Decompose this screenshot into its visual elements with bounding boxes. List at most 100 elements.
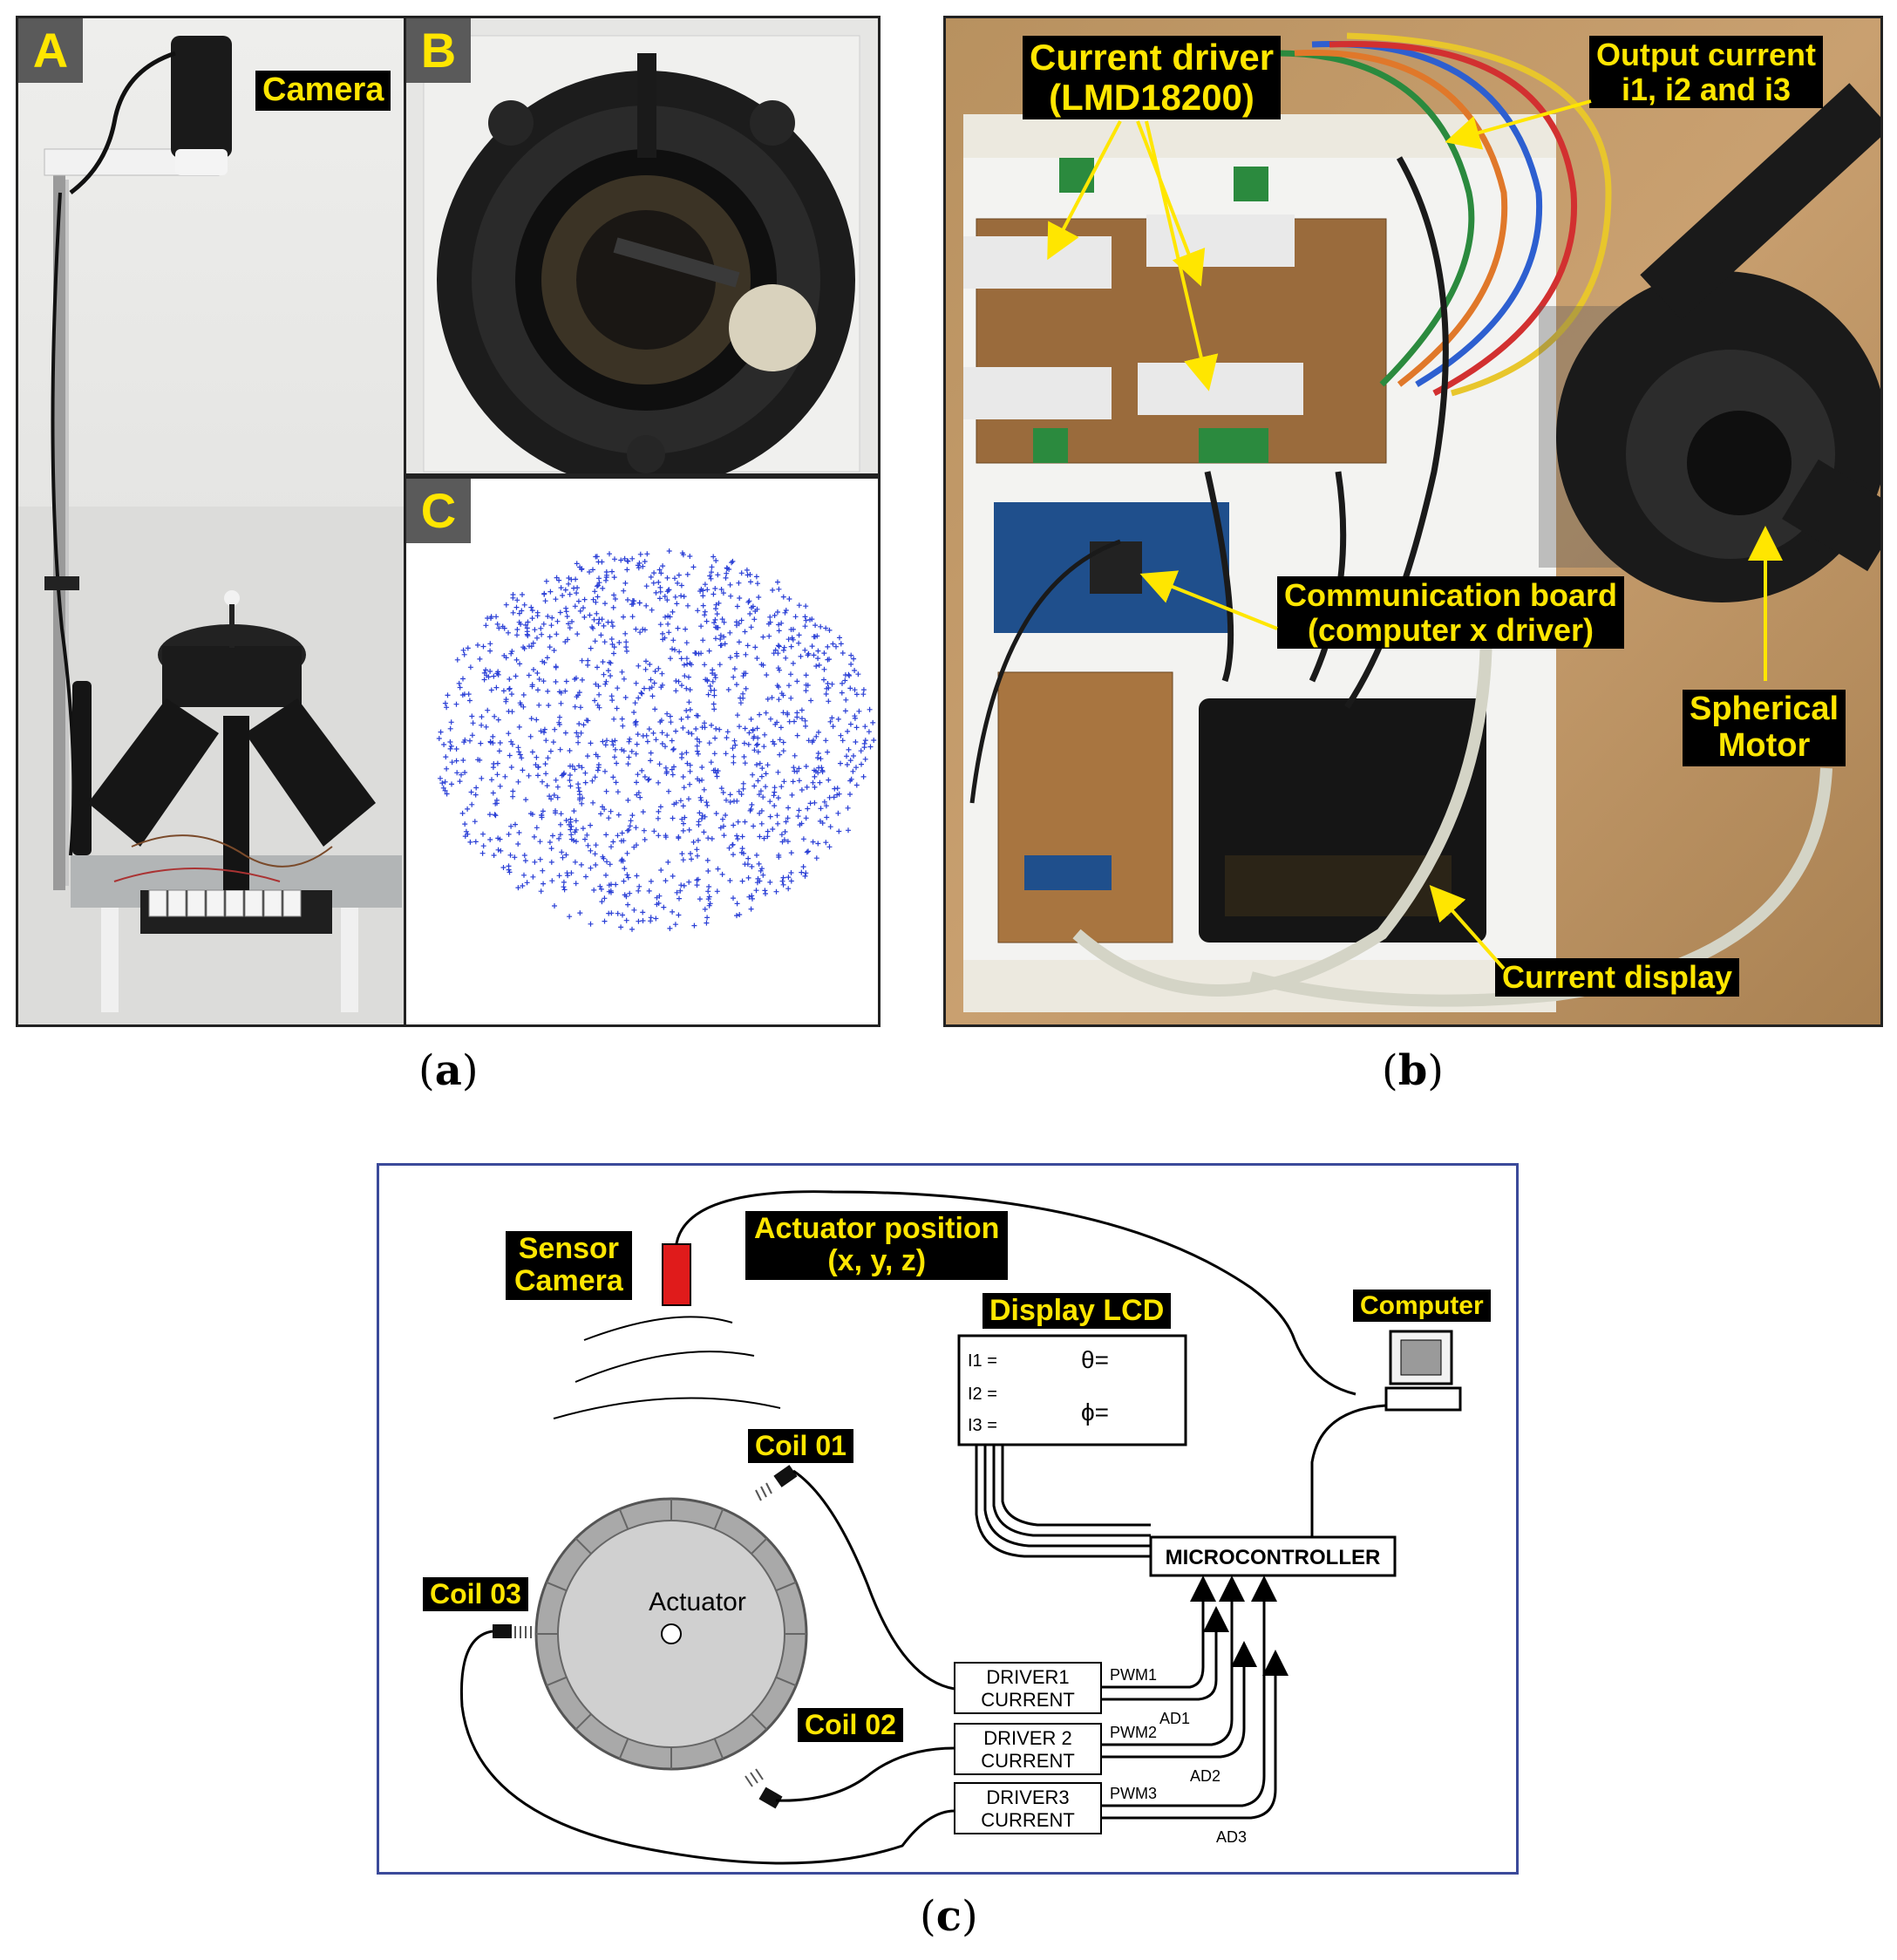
caption-b-close: ) bbox=[1427, 1046, 1445, 1095]
actuator-ring-tick bbox=[575, 1537, 592, 1555]
ad3-label: AD3 bbox=[1216, 1828, 1247, 1846]
driver2-box bbox=[954, 1723, 1102, 1775]
driver1-line1: DRIVER1 bbox=[986, 1666, 1069, 1688]
arrow-to-driver-2 bbox=[1136, 120, 1206, 287]
computer-microcontroller-cable bbox=[1310, 1404, 1387, 1541]
communication-board-line1: Communication board bbox=[1284, 577, 1618, 613]
driver1-line2: CURRENT bbox=[981, 1689, 1075, 1711]
point-cloud-markers bbox=[436, 548, 877, 932]
actuator-position-label: Actuator position (x, y, z) bbox=[745, 1211, 1009, 1280]
panel-c-point-cloud: C bbox=[406, 476, 881, 1027]
ad1-line bbox=[1101, 1606, 1229, 1701]
caption-c-open: ( bbox=[920, 1892, 936, 1941]
workspace-point-cloud bbox=[436, 548, 877, 932]
pwm3-line bbox=[1101, 1575, 1277, 1807]
caption-a: (a) bbox=[418, 1046, 479, 1095]
sensor-camera-block bbox=[662, 1243, 691, 1306]
camera-computer-cable bbox=[674, 1190, 1356, 1396]
lcd-i3: I3 = bbox=[968, 1416, 997, 1435]
output-current-label: Output current i1, i2 and i3 bbox=[1589, 36, 1823, 109]
lcd-microcontroller-bus bbox=[975, 1445, 1151, 1558]
sensing-wave-2 bbox=[575, 1351, 755, 1383]
pwm2-label: PWM2 bbox=[1110, 1724, 1157, 1741]
arrow-to-output-terminal bbox=[1445, 99, 1592, 150]
driver3-box bbox=[954, 1782, 1102, 1834]
coil03-driver3-cable bbox=[459, 1630, 955, 1865]
coil02-label: Coil 02 bbox=[798, 1708, 903, 1743]
output-current-line2: i1, i2 and i3 bbox=[1621, 71, 1792, 107]
lcd-phi: ϕ= bbox=[1081, 1399, 1109, 1426]
output-current-line1: Output current bbox=[1596, 37, 1816, 72]
sensor-camera-line1: Sensor bbox=[518, 1232, 619, 1265]
coil01-label: Coil 01 bbox=[748, 1429, 853, 1464]
computer-screen bbox=[1400, 1339, 1442, 1376]
caption-c: (c) bbox=[920, 1892, 978, 1941]
driver2-line2: CURRENT bbox=[981, 1750, 1075, 1772]
actuator-label: Actuator bbox=[649, 1588, 746, 1616]
caption-b: (b) bbox=[1382, 1046, 1444, 1095]
driver3-line2: CURRENT bbox=[981, 1809, 1075, 1831]
camera-label: Camera bbox=[255, 71, 391, 111]
actuator-position-line2: (x, y, z) bbox=[827, 1244, 927, 1278]
driver2-line1: DRIVER 2 bbox=[983, 1727, 1071, 1749]
coil03-label: Coil 03 bbox=[423, 1577, 528, 1612]
microcontroller-label: MICROCONTROLLER bbox=[1166, 1546, 1381, 1569]
communication-board-line2: (computer x driver) bbox=[1307, 611, 1594, 648]
pwm1-line bbox=[1101, 1575, 1216, 1689]
caption-a-close: ) bbox=[461, 1046, 479, 1095]
actuator-ring-tick bbox=[575, 1713, 592, 1731]
actuator-ring-tick bbox=[775, 1581, 797, 1592]
driver3-line1: DRIVER3 bbox=[986, 1786, 1069, 1808]
pwm2-line bbox=[1101, 1575, 1245, 1746]
actuator-ring-tick bbox=[713, 1738, 724, 1759]
sensing-wave-3 bbox=[553, 1397, 781, 1419]
actuator-ring-tick bbox=[751, 1537, 768, 1555]
actuator-ring-tick bbox=[775, 1676, 797, 1687]
current-driver-line1: Current driver bbox=[1030, 37, 1275, 78]
panel-a-photo-setup: A Camera bbox=[16, 16, 406, 1027]
actuator-ring-tick bbox=[618, 1508, 629, 1530]
sensor-camera-label: Sensor Camera bbox=[506, 1231, 632, 1300]
current-driver-line2: (LMD18200) bbox=[1049, 77, 1254, 119]
ad1-label: AD1 bbox=[1159, 1710, 1190, 1727]
current-display-label: Current display bbox=[1495, 958, 1740, 997]
caption-c-letter: c bbox=[935, 1892, 962, 1941]
sensing-wave-1 bbox=[583, 1316, 733, 1341]
actuator-ring-tick bbox=[713, 1508, 724, 1530]
camera-setup-illustration bbox=[18, 18, 404, 1024]
lcd-i2: I2 = bbox=[968, 1385, 997, 1404]
actuator-center-dot bbox=[661, 1623, 682, 1644]
arrow-to-driver-3 bbox=[1145, 120, 1219, 391]
actuator-ring-tick bbox=[546, 1676, 568, 1687]
pwm3-label: PWM3 bbox=[1110, 1785, 1157, 1802]
pwm1-label: PWM1 bbox=[1110, 1666, 1157, 1684]
panel-b-hardware-photo: Current driver (LMD18200) Output current… bbox=[943, 16, 1883, 1027]
caption-a-open: ( bbox=[418, 1046, 435, 1095]
spherical-motor-line1: Spherical bbox=[1690, 691, 1839, 727]
actuator-ring-tick bbox=[546, 1581, 568, 1592]
current-driver-label: Current driver (LMD18200) bbox=[1023, 36, 1282, 120]
subpanel-letter-c: C bbox=[406, 479, 471, 543]
actuator-ring-segments bbox=[536, 1499, 806, 1769]
caption-c-close: ) bbox=[961, 1892, 978, 1941]
annotation-arrows bbox=[1047, 99, 1783, 970]
arrow-to-display bbox=[1429, 885, 1506, 970]
coil02-block bbox=[758, 1786, 783, 1809]
computer-base bbox=[1384, 1386, 1462, 1412]
panel-c-schematic: I1 = I2 = I3 = θ= ϕ= MICROCONTROLLER Act… bbox=[377, 1163, 1519, 1875]
lcd-i1: I1 = bbox=[968, 1351, 997, 1371]
display-lcd-box bbox=[957, 1334, 1187, 1446]
computer-label: Computer bbox=[1353, 1290, 1491, 1322]
subpanel-letter-a: A bbox=[18, 18, 83, 83]
coil01-block bbox=[773, 1465, 798, 1487]
arrow-to-driver-1 bbox=[1047, 120, 1122, 261]
actuator-ring-tick bbox=[751, 1713, 768, 1731]
ad2-line bbox=[1101, 1641, 1257, 1759]
coil02-driver2-cable bbox=[775, 1746, 955, 1802]
actuator-ring-tick bbox=[618, 1738, 629, 1759]
caption-b-letter: b bbox=[1397, 1046, 1428, 1095]
system-schematic: I1 = I2 = I3 = θ= ϕ= MICROCONTROLLER Act… bbox=[459, 1190, 1462, 1865]
sensor-camera-line2: Camera bbox=[514, 1264, 623, 1298]
motor-top-view-illustration bbox=[406, 18, 878, 473]
arrow-to-arduino bbox=[1139, 570, 1278, 630]
